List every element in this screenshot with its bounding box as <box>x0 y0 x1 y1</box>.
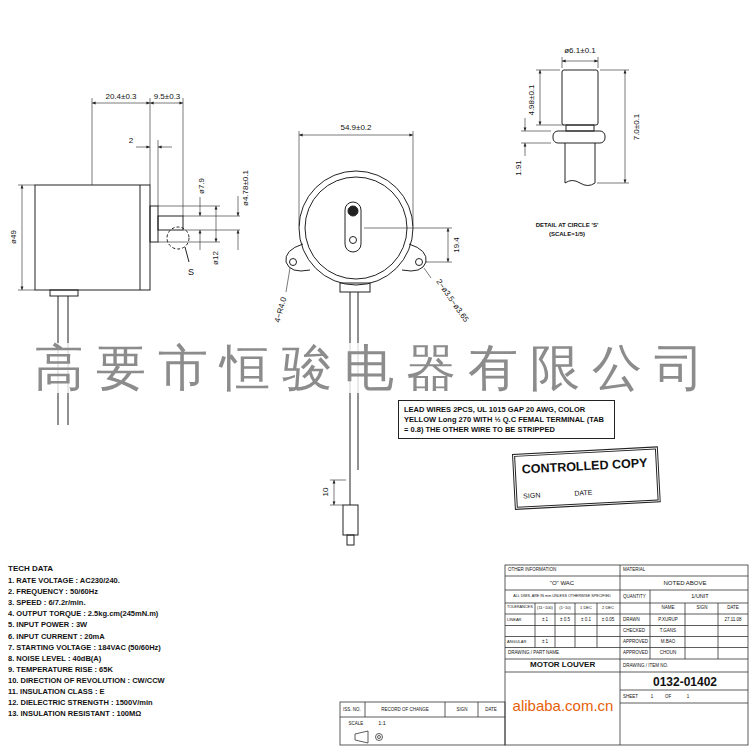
title-block-cell: 0132-01402 <box>653 676 717 688</box>
detail-caption: DETAIL AT CIRCLE 'S' <box>536 222 599 228</box>
dimension-label: 4.98±0.1 <box>528 84 536 115</box>
dimension-label: ø49 <box>10 230 18 244</box>
title-block-cell: 1/UNIT <box>691 594 708 600</box>
spec-line: 8. NOISE LEVEL : 40dB(A) <box>8 655 101 663</box>
projection-symbol <box>355 731 383 743</box>
controlled-copy-stamp: CONTROLLED COPY SIGN DATE <box>512 446 661 510</box>
title-block-cell: ± 0.5 <box>560 618 570 623</box>
spec-line: 3. SPEED : 6/7.2r/min. <box>8 599 86 607</box>
stamp-field: DATE <box>574 488 593 498</box>
side-view-dimensions <box>18 98 240 290</box>
spec-line: 4. OUTPUT TORQUE : 2.5kg.cm(245mN.m) <box>8 611 158 619</box>
title-block-cell: LINEAR <box>507 618 521 622</box>
title-block-cell: 2 DEC <box>602 606 614 610</box>
shaft-detail <box>553 70 605 186</box>
title-block-cell: OTHER INFORMATION <box>508 568 556 573</box>
dimension-label: 4−R4.0 <box>274 296 288 323</box>
change-record-cell: SCALE <box>349 722 364 727</box>
change-record-cell: SIGN <box>456 708 467 713</box>
dimension-label: 19.4 <box>453 237 461 253</box>
title-block-cell: APPROVED <box>623 651 648 656</box>
title-block-cell: SHEET <box>623 695 638 700</box>
note-box: LEAD WIRES 2PCS, UL 1015 GAP 20 AWG, COL… <box>398 400 615 439</box>
title-block-cell: ± 0.1 <box>581 618 591 623</box>
front-view-dimensions <box>286 131 452 505</box>
title-block-cell: 1 DEC <box>580 606 592 610</box>
title-block-cell: ± 0.05 <box>602 618 614 623</box>
dimension-label: ø7.9 <box>198 178 206 194</box>
title-block-cell: ± 1 <box>542 618 548 623</box>
title-block-cell: CHECKED <box>623 629 645 634</box>
title-block-cell: (1~10) <box>559 606 571 610</box>
dimension-label: ø12 <box>212 251 220 265</box>
spec-line: 12. DIELECTRIC STRENGTH : 1500V/min <box>8 699 153 707</box>
title-block-cell: DATE <box>727 606 739 611</box>
dimension-label: ø6.1±0.1 <box>564 47 596 55</box>
spec-line: 11. INSULATION CLASS : E <box>8 688 105 696</box>
title-block-cell: M.BAO <box>661 640 676 645</box>
title-block-cell: CHOUN <box>660 651 677 656</box>
spec-line: 2. FREQUENCY : 50/60Hz <box>8 588 98 596</box>
dimension-label: 20.4±0.3 <box>105 93 136 101</box>
spec-line: 1. RATE VOLTAGE : AC230/240. <box>8 577 120 585</box>
change-record-cell: DATE <box>485 708 497 713</box>
dimension-label: ø4.78±0.1 <box>242 170 250 206</box>
title-block-cell: ANGULAR <box>507 640 526 644</box>
spec-line: 13. INSULATION RESISTANT : 100MΩ <box>8 710 141 718</box>
site-watermark: alibaba.com.cn <box>513 698 614 713</box>
title-block <box>340 565 748 745</box>
title-block-cell: DRAWN <box>623 618 640 623</box>
dimension-label: 9.5±0.3 <box>154 93 181 101</box>
title-block-cell: P.XURUP <box>658 618 677 623</box>
dimension-label: 2 <box>129 137 133 145</box>
change-record-cell: 1:1 <box>378 721 386 727</box>
title-block-cell: OF <box>665 695 671 700</box>
title-block-cell: (11~100) <box>537 606 553 610</box>
title-block-cell: DRAWING / ITEM NO. <box>623 664 668 669</box>
spec-line: 10. DIRECTION OF REVOLUTION : CW/CCW <box>8 677 165 685</box>
spec-line: 7. STARTING VOLTAGE : 184VAC (50/60Hz) <box>8 644 161 652</box>
detail-callout: S <box>188 268 194 277</box>
change-record-cell: RECORD OF CHANGE <box>381 708 429 713</box>
title-block-cell: MATERIAL <box>623 568 645 573</box>
title-block-cell: MOTOR LOUVER <box>530 661 595 669</box>
title-block-cell: ± 1 <box>542 640 548 645</box>
title-block-cell: QUANTITY <box>623 595 646 600</box>
detail-caption: (SCALE=1/5) <box>549 231 585 237</box>
dimension-label: 10 <box>322 488 330 497</box>
stamp-heading: CONTROLLED COPY <box>521 455 650 478</box>
title-block-cell: 1 <box>687 695 690 700</box>
detail-dimensions <box>521 57 629 183</box>
title-block-cell: TOLERANCES <box>507 606 533 610</box>
spec-line: 9. TEMPERATURE RISE : 65K <box>8 666 113 674</box>
title-block-cell: NAME <box>661 606 674 611</box>
title-block-cell: NOTED ABOVE <box>663 580 706 586</box>
title-block-cell: "O" WAC <box>550 580 574 586</box>
section-heading: TECH DATA <box>8 565 53 573</box>
dimension-label: 2−ø3.5~ø3.65 <box>434 278 469 324</box>
title-block-cell: ALL DIMS. ARE IN mm UNLESS OTHERWISE SPE… <box>513 595 611 599</box>
dimension-label: 1.91 <box>515 160 523 176</box>
title-block-cell: SIGN <box>696 606 707 611</box>
stamp-field: SIGN <box>523 491 541 501</box>
title-block-cell: T.GANS <box>660 629 676 634</box>
title-block-cell: APPROVED <box>623 640 648 645</box>
dimension-label: 7.0±0.1 <box>633 114 641 141</box>
dimension-label: 54.9±0.2 <box>340 124 371 132</box>
spec-line: 6. INPUT CURRENT : 20mA <box>8 633 105 641</box>
note-text: LEAD WIRES 2PCS, UL 1015 GAP 20 AWG, COL… <box>404 405 609 434</box>
title-block-cell: 27.11.08 <box>724 618 741 623</box>
title-block-cell: DRAWING / PART NAME <box>508 651 559 656</box>
spec-line: 5. INPUT POWER : 3W <box>8 622 87 630</box>
change-record-cell: ISS. NO. <box>343 708 361 713</box>
title-block-cell: 1 <box>651 695 654 700</box>
watermark: 高要市恒骏电器有限公司 <box>34 343 716 393</box>
